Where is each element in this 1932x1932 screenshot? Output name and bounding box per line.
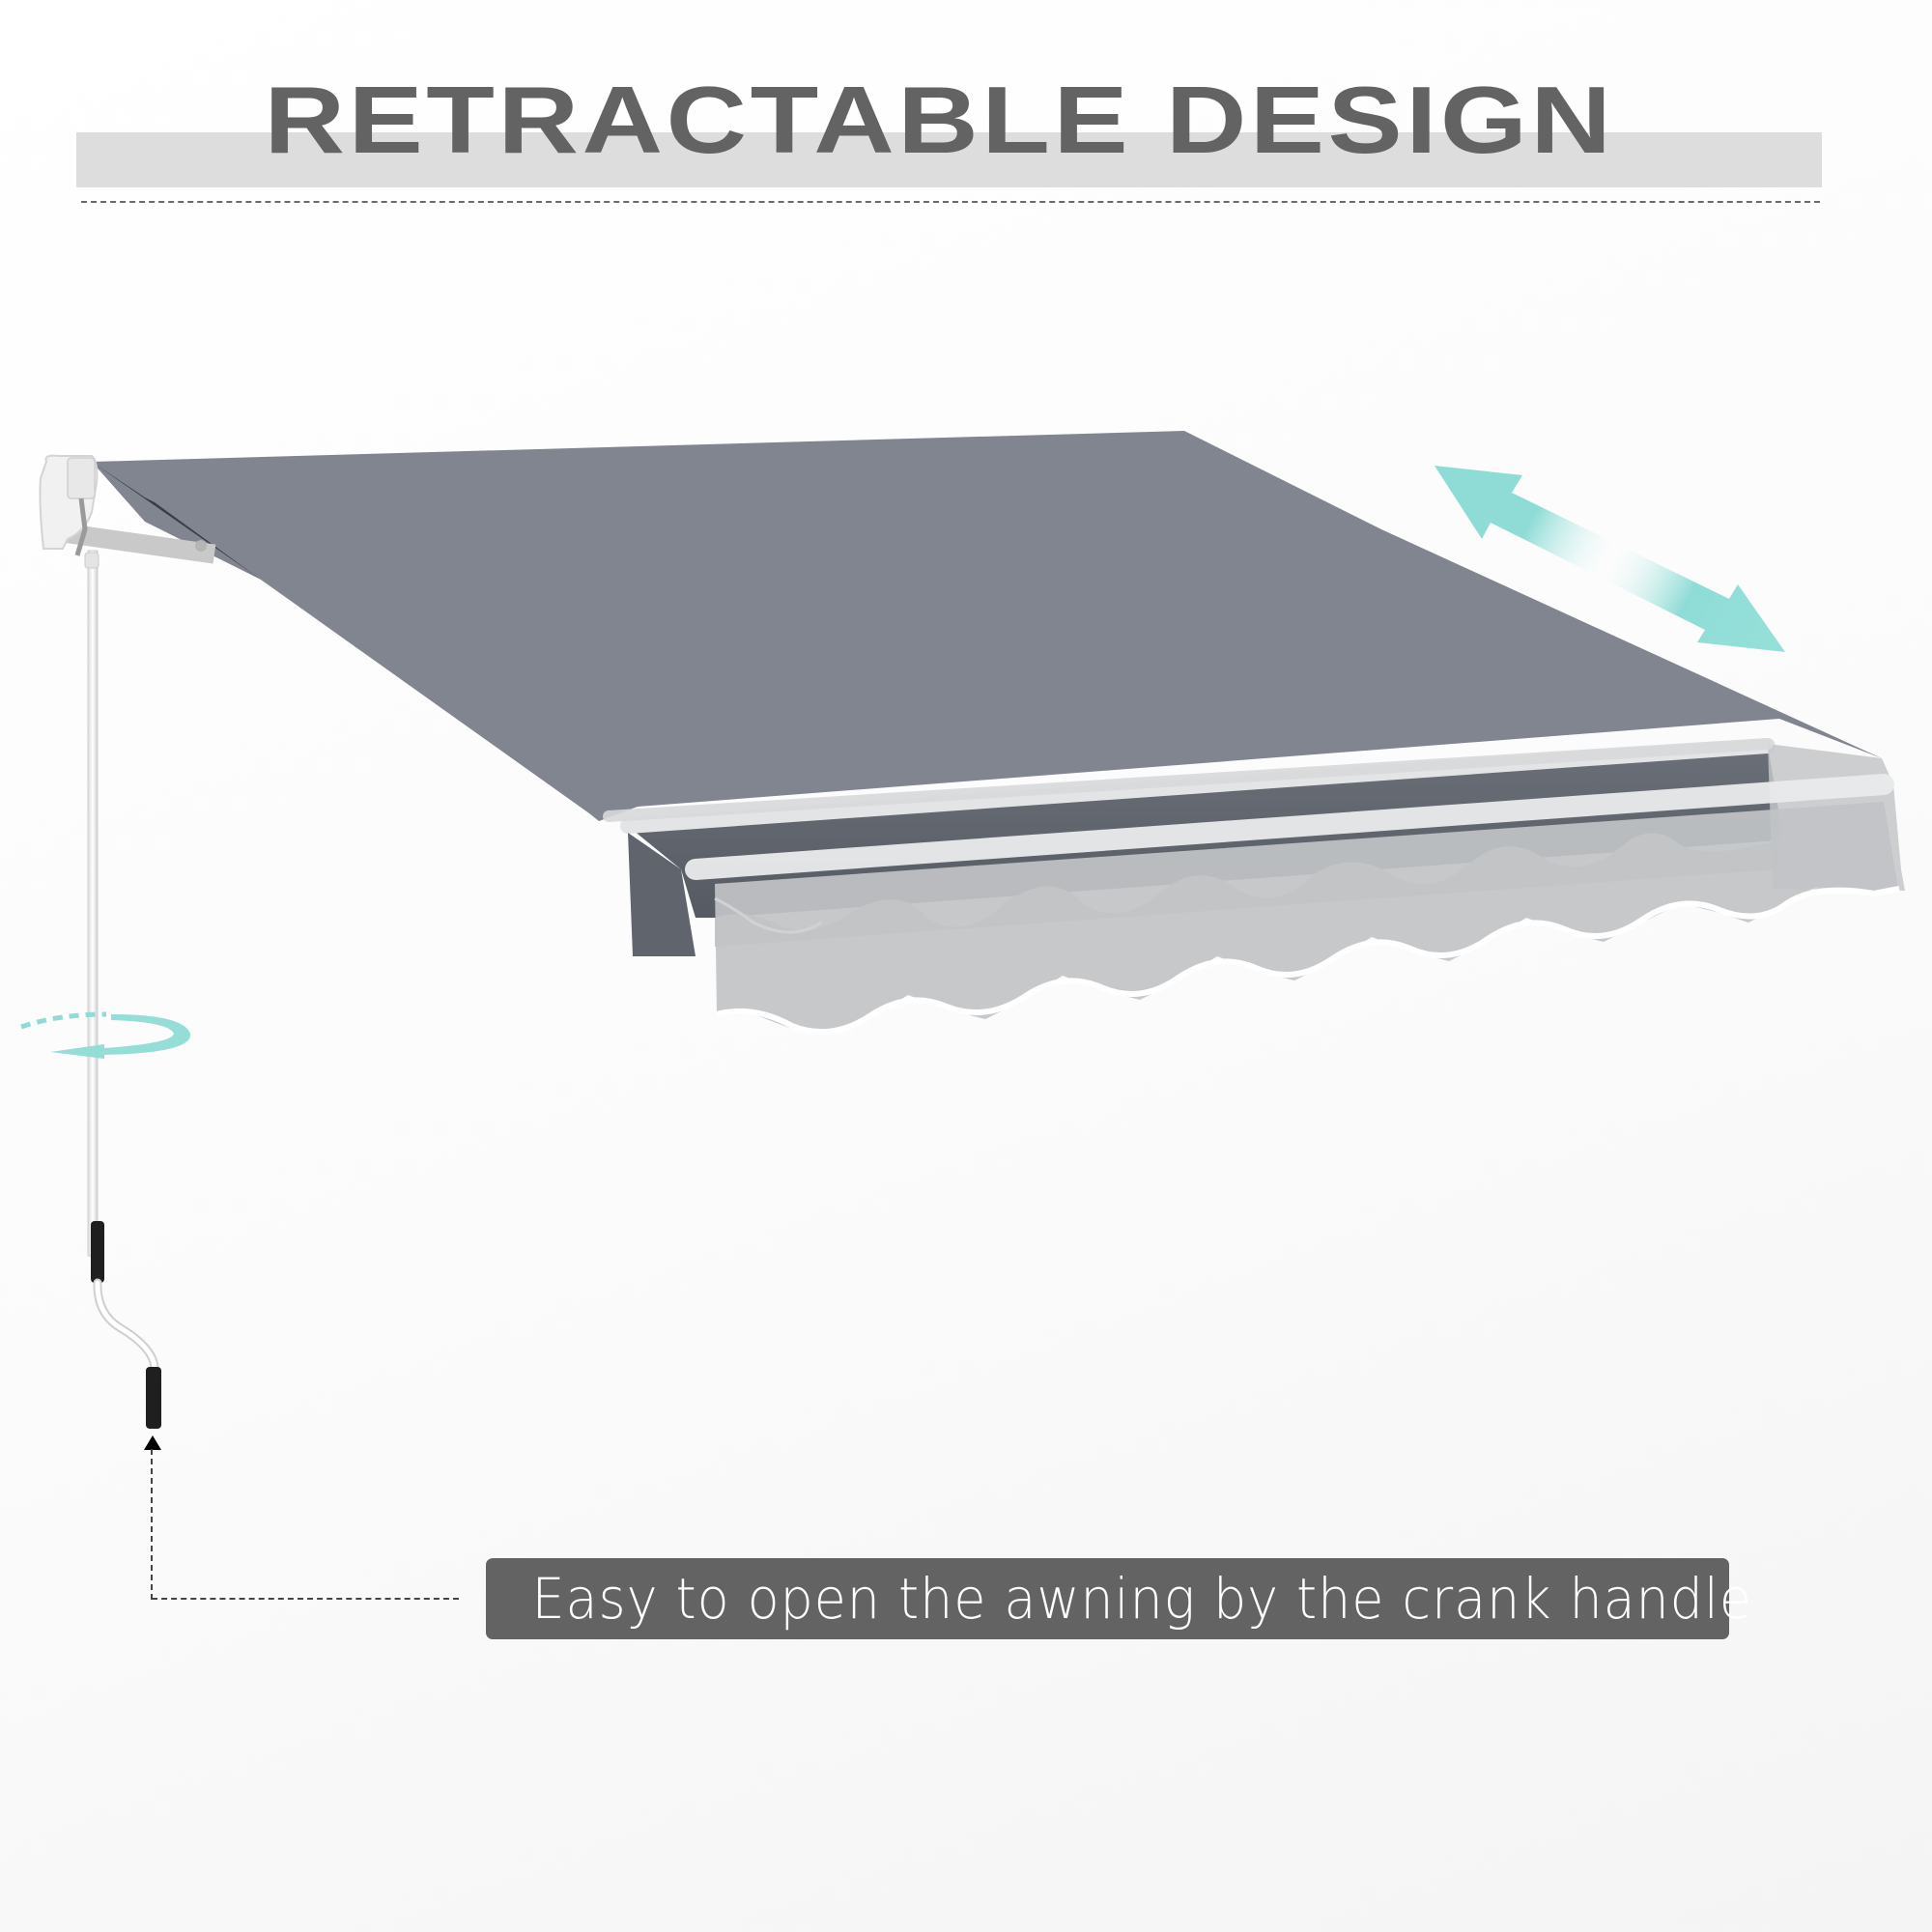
wall-bracket <box>39 454 261 580</box>
rotation-arrow-icon <box>20 1011 191 1059</box>
crank-handle <box>84 550 161 1429</box>
title-band <box>76 132 1822 187</box>
outer-front-bar <box>603 738 1905 1036</box>
caption-text: Easy to open the awning by the crank han… <box>531 1566 1752 1632</box>
extend-retract-double-arrow-icon <box>1435 466 1785 652</box>
title-divider <box>81 201 1820 203</box>
leader-arrow-icon <box>144 1435 161 1450</box>
leader-line-horizontal <box>152 1598 459 1600</box>
leader-line-vertical <box>151 1449 153 1600</box>
page-title: RETRACTABLE DESIGN <box>264 67 1615 173</box>
canopy-fabric <box>92 431 1882 821</box>
caption-label: Easy to open the awning by the crank han… <box>486 1558 1751 1639</box>
